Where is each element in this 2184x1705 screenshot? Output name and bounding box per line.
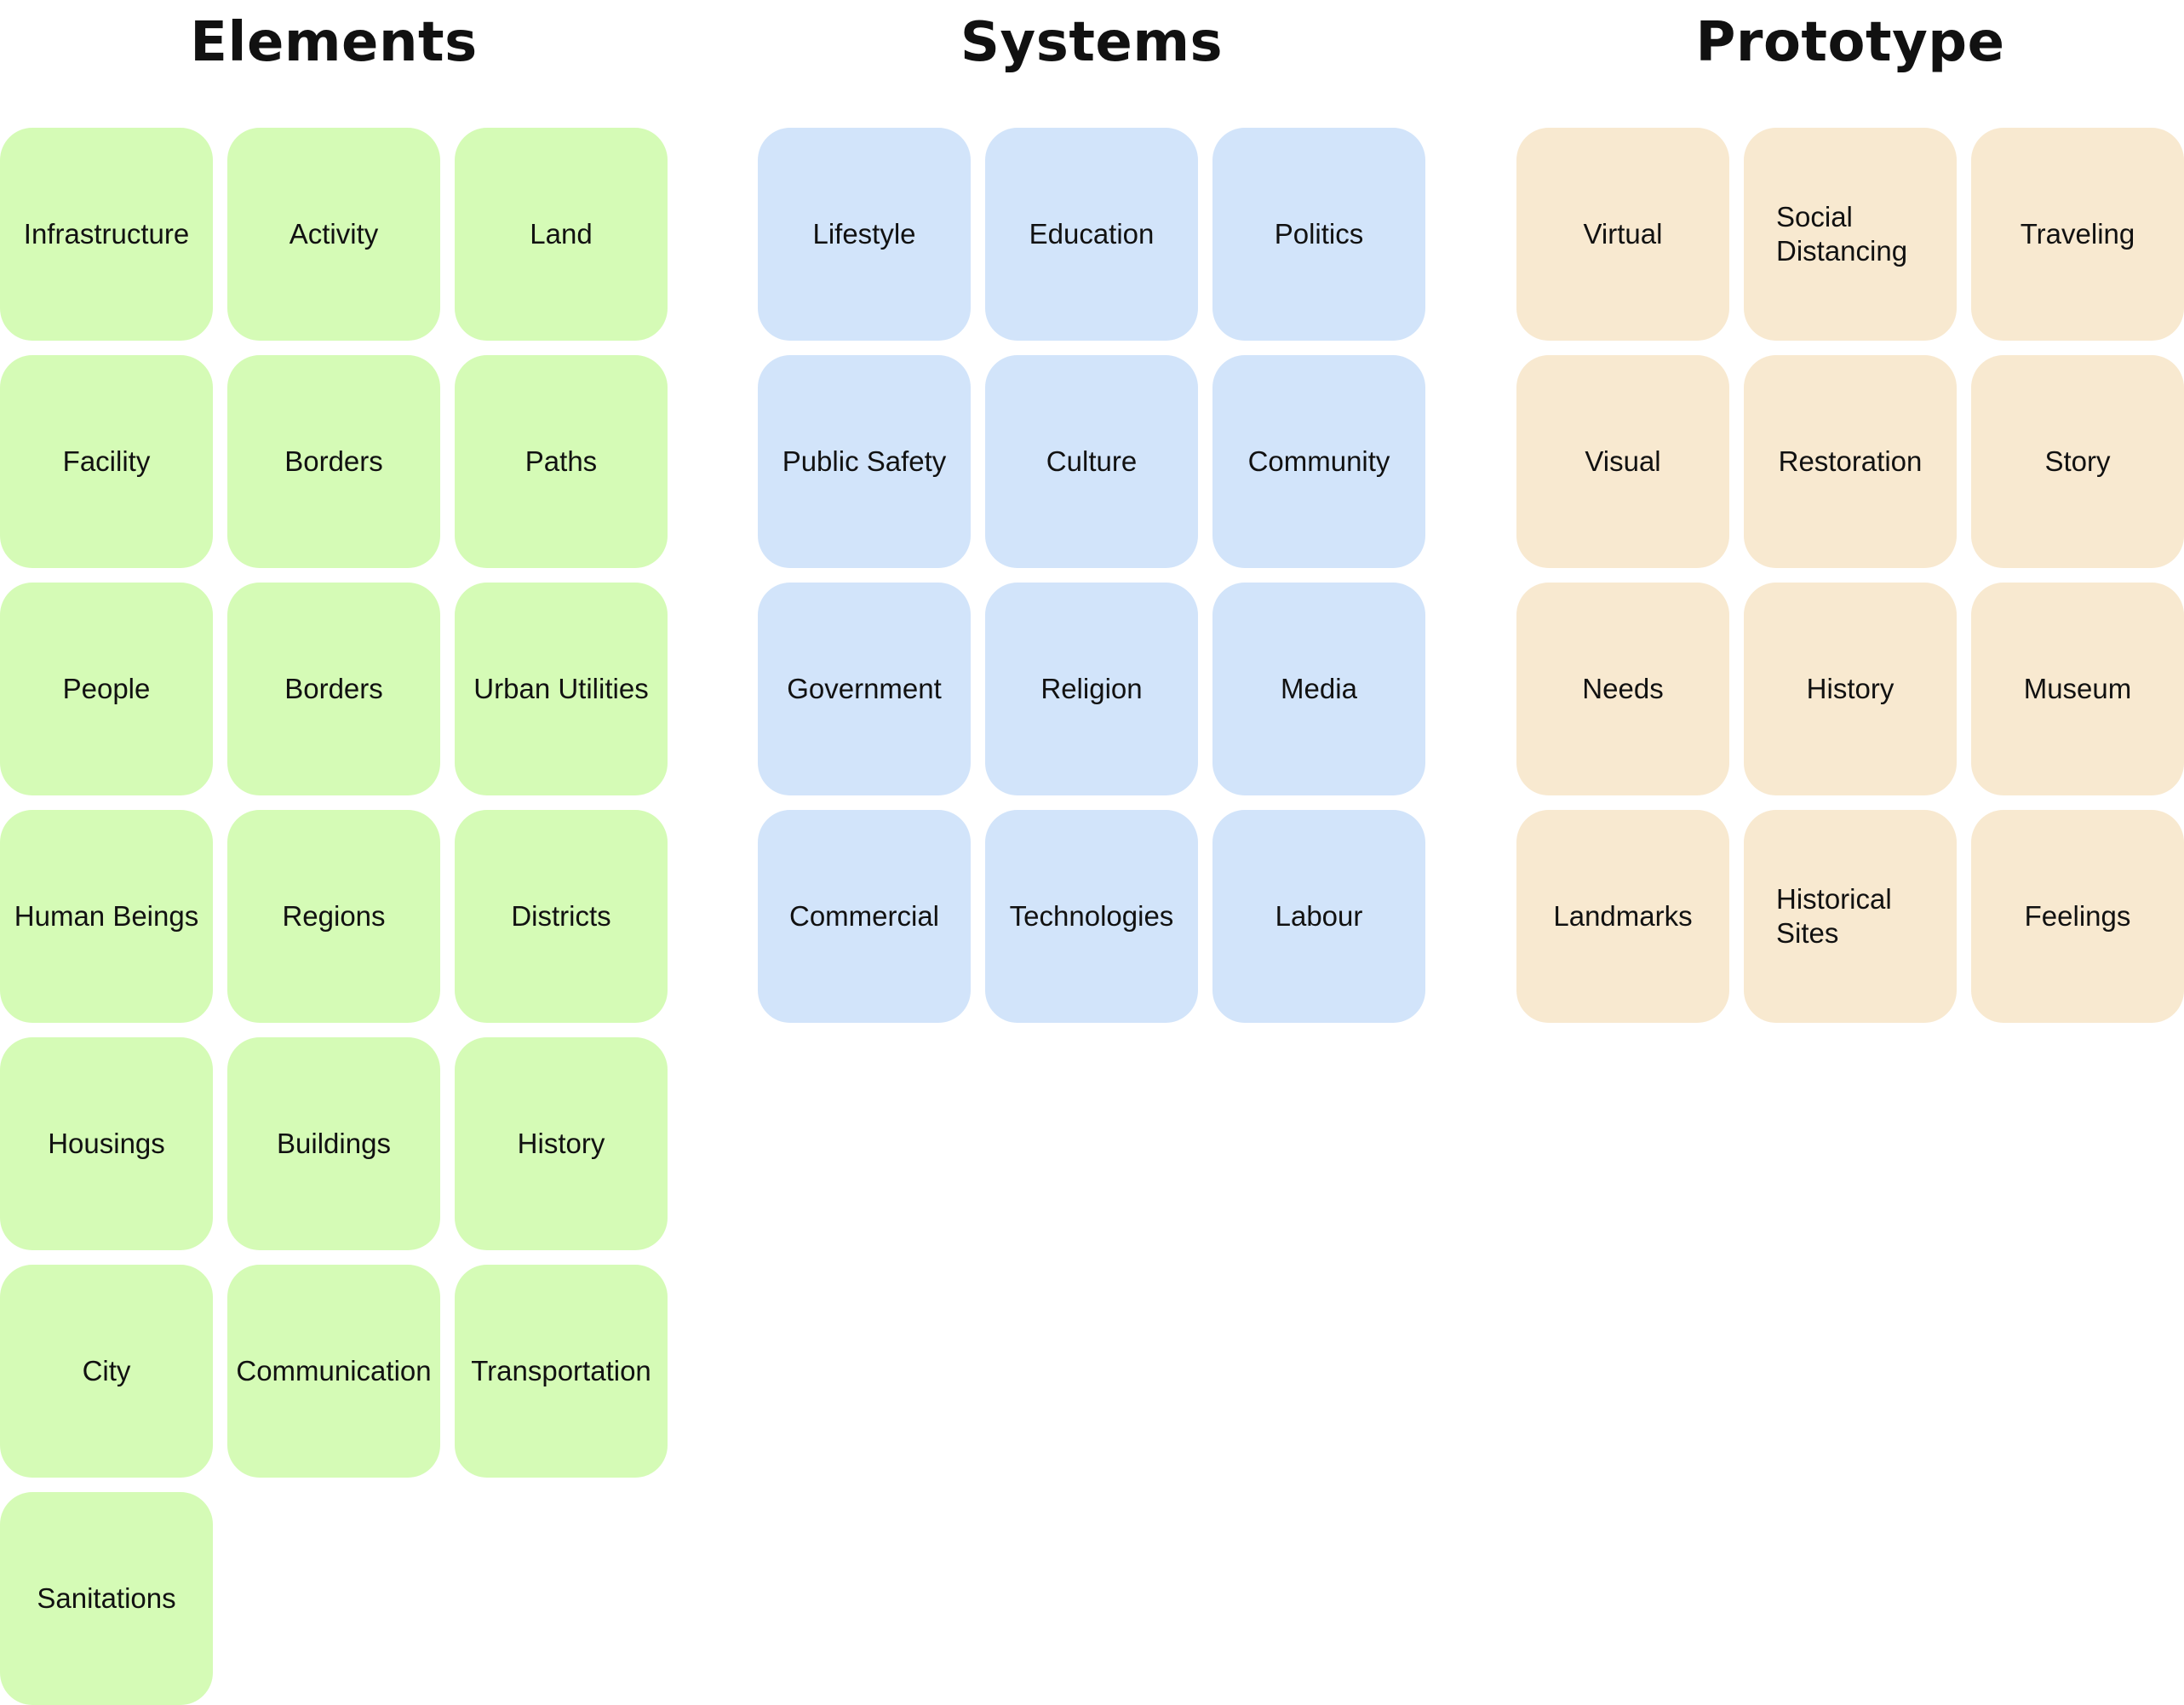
sticky-note-systems[interactable]: Technologies — [985, 810, 1198, 1023]
sticky-note-label: Urban Utilities — [473, 673, 649, 704]
sticky-note-elements[interactable]: Sanitations — [0, 1492, 213, 1705]
sticky-note-label: Borders — [284, 445, 383, 477]
sticky-note-systems[interactable]: Education — [985, 128, 1198, 341]
sticky-note-elements[interactable]: Human Beings — [0, 810, 213, 1023]
sticky-note-label: Community — [1247, 445, 1390, 477]
sticky-note-prototype[interactable]: Story — [1971, 355, 2184, 568]
sticky-note-label: Culture — [1046, 445, 1138, 477]
sticky-note-label: History — [517, 1128, 605, 1159]
sticky-note-elements[interactable]: Districts — [455, 810, 668, 1023]
sticky-note-label: Restoration — [1778, 445, 1923, 477]
sticky-note-systems[interactable]: Commercial — [758, 810, 971, 1023]
sticky-note-systems[interactable]: Public Safety — [758, 355, 971, 568]
sticky-note-label: Virtual — [1583, 218, 1663, 250]
sticky-note-label: Sanitations — [37, 1582, 176, 1614]
sticky-note-label: Needs — [1582, 673, 1664, 704]
sticky-note-elements[interactable]: Infrastructure — [0, 128, 213, 341]
sticky-note-label: Media — [1281, 673, 1357, 704]
sticky-note-elements[interactable]: Urban Utilities — [455, 583, 668, 795]
sticky-note-label: City — [82, 1355, 131, 1386]
sticky-note-elements[interactable]: History — [455, 1037, 668, 1250]
sticky-note-label: Traveling — [2020, 218, 2135, 250]
sticky-note-systems[interactable]: Community — [1212, 355, 1425, 568]
sticky-note-elements[interactable]: Borders — [227, 583, 440, 795]
sticky-note-label: Human Beings — [14, 900, 199, 932]
sticky-note-label: Transportation — [471, 1355, 651, 1386]
sticky-note-label: Labour — [1275, 900, 1363, 932]
sticky-note-label: Activity — [289, 218, 379, 250]
sticky-note-systems[interactable]: Religion — [985, 583, 1198, 795]
sticky-note-label: Education — [1029, 218, 1155, 250]
sticky-note-label: Communication — [236, 1355, 432, 1386]
sticky-note-elements[interactable]: Borders — [227, 355, 440, 568]
sticky-note-label: Politics — [1274, 218, 1364, 250]
sticky-note-elements[interactable]: Communication — [227, 1265, 440, 1478]
sticky-note-label: Districts — [511, 900, 611, 932]
sticky-note-prototype[interactable]: Visual — [1516, 355, 1729, 568]
sticky-note-elements[interactable]: City — [0, 1265, 213, 1478]
sticky-note-prototype[interactable]: Virtual — [1516, 128, 1729, 341]
sticky-note-systems[interactable]: Media — [1212, 583, 1425, 795]
sticky-note-label: Lifestyle — [812, 218, 916, 250]
systems-column-title: Systems — [960, 11, 1224, 74]
sticky-note-systems[interactable]: Politics — [1212, 128, 1425, 341]
sticky-note-label: Visual — [1585, 445, 1661, 477]
sticky-note-elements[interactable]: Transportation — [455, 1265, 668, 1478]
sticky-note-label: Infrastructure — [23, 218, 190, 250]
sticky-note-label: Story — [2044, 445, 2111, 477]
sticky-note-prototype[interactable]: Traveling — [1971, 128, 2184, 341]
sticky-note-label: Housings — [48, 1128, 165, 1159]
sticky-note-elements[interactable]: Housings — [0, 1037, 213, 1250]
sticky-note-label: Religion — [1040, 673, 1143, 704]
sticky-note-label: History — [1806, 673, 1895, 704]
sticky-note-label: Technologies — [1009, 900, 1174, 932]
sticky-note-elements[interactable]: Buildings — [227, 1037, 440, 1250]
sticky-note-prototype[interactable]: Needs — [1516, 583, 1729, 795]
sticky-note-systems[interactable]: Labour — [1212, 810, 1425, 1023]
sticky-note-prototype[interactable]: Restoration — [1744, 355, 1957, 568]
sticky-note-label: Facility — [62, 445, 151, 477]
sticky-note-label: Land — [530, 218, 593, 250]
sticky-note-prototype[interactable]: Feelings — [1971, 810, 2184, 1023]
sticky-note-systems[interactable]: Lifestyle — [758, 128, 971, 341]
sticky-note-label: Feelings — [2024, 900, 2131, 932]
elements-column-title: Elements — [190, 11, 478, 74]
sticky-note-prototype[interactable]: Museum — [1971, 583, 2184, 795]
sticky-note-elements[interactable]: Activity — [227, 128, 440, 341]
prototype-column-title: Prototype — [1695, 11, 2005, 74]
sticky-note-label: Museum — [2023, 673, 2132, 704]
sticky-note-systems[interactable]: Government — [758, 583, 971, 795]
sticky-note-label: Commercial — [788, 900, 940, 932]
sticky-note-elements[interactable]: Regions — [227, 810, 440, 1023]
sticky-note-label: Regions — [282, 900, 386, 932]
sticky-note-elements[interactable]: Facility — [0, 355, 213, 568]
sticky-note-prototype[interactable]: Landmarks — [1516, 810, 1729, 1023]
sticky-note-elements[interactable]: Paths — [455, 355, 668, 568]
sticky-note-label: People — [62, 673, 151, 704]
sticky-note-prototype[interactable]: History — [1744, 583, 1957, 795]
sticky-note-label: Paths — [525, 445, 598, 477]
sticky-note-elements[interactable]: Land — [455, 128, 668, 341]
sticky-note-label: Borders — [284, 673, 383, 704]
sticky-note-label: Landmarks — [1553, 900, 1693, 932]
sticky-note-label: Buildings — [277, 1128, 391, 1159]
sticky-note-systems[interactable]: Culture — [985, 355, 1198, 568]
sticky-note-label: Government — [787, 673, 942, 704]
sticky-note-label: Public Safety — [782, 445, 947, 477]
sticky-note-elements[interactable]: People — [0, 583, 213, 795]
